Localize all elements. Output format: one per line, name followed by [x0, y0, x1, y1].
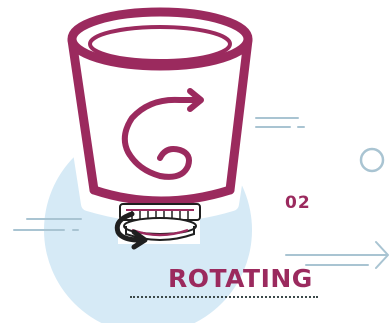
right-speed-lines — [256, 118, 304, 127]
title-underline — [130, 296, 318, 298]
circle-outline-icon — [361, 149, 383, 171]
step-number: 02 — [285, 193, 311, 213]
step-title: ROTATING — [168, 264, 313, 293]
